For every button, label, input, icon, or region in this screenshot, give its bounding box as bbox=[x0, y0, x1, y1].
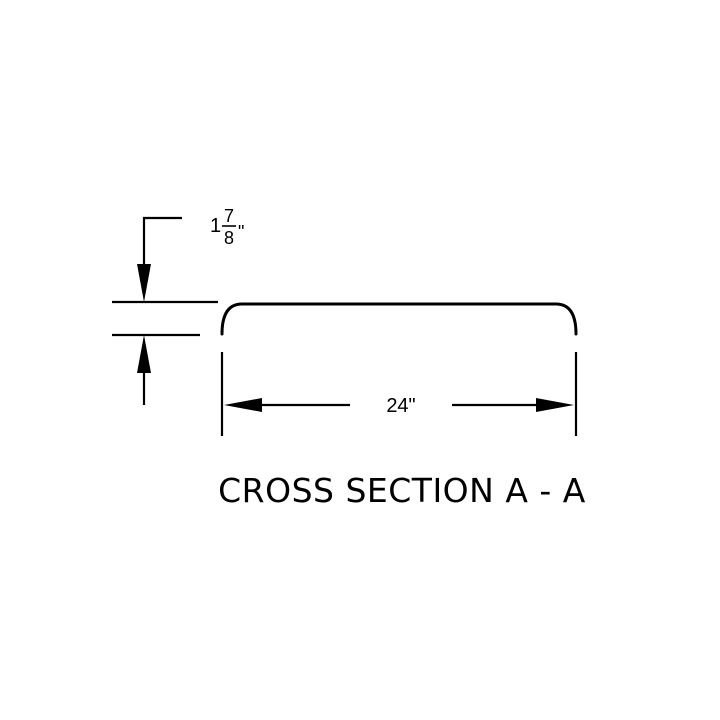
width-label: 24" bbox=[386, 395, 415, 417]
thickness-arrow-up bbox=[137, 335, 151, 373]
thickness-denominator: 8 bbox=[224, 228, 234, 248]
thickness-leader-line bbox=[142, 216, 182, 268]
drawing-title: CROSS SECTION A - A bbox=[218, 471, 586, 510]
thickness-numerator: 7 bbox=[224, 206, 234, 226]
thickness-arrow-down bbox=[137, 264, 151, 302]
width-arrow-right bbox=[536, 398, 574, 412]
width-arrow-left bbox=[224, 398, 262, 412]
board-profile bbox=[220, 302, 578, 336]
thickness-whole: 1 bbox=[210, 215, 221, 237]
thickness-unit: " bbox=[238, 222, 244, 242]
